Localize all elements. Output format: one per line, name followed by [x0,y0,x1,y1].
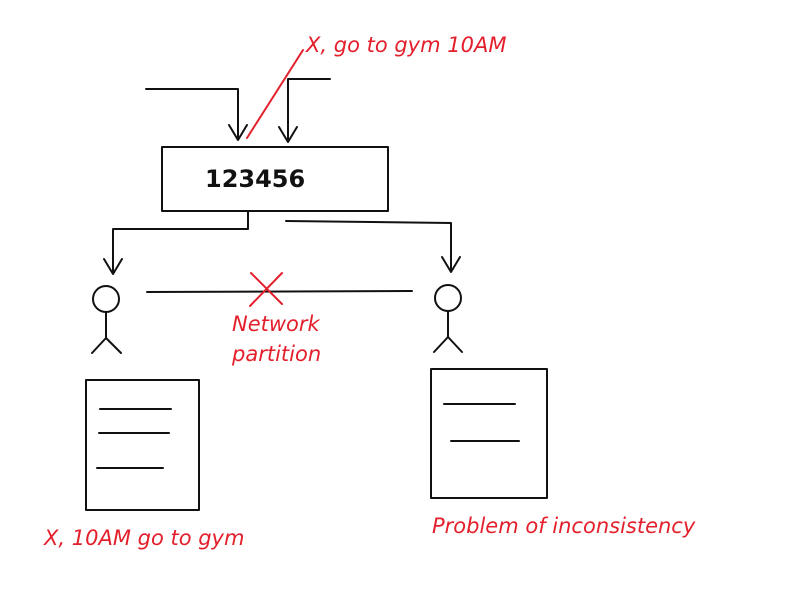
replication-arrow-left [103,211,249,275]
central-node-box [161,146,389,212]
replication-arrow-right [285,220,461,273]
central-node-label: 123456 [205,165,305,193]
partition-cross-icon [249,272,283,307]
left-user-icon [91,285,122,354]
partition-label-line1: Network [232,312,321,336]
incoming-arrow-left [145,88,248,141]
incoming-arrow-right [278,78,331,143]
left-document [85,379,200,511]
network-link-line [146,290,413,293]
partition-label-line2: partition [231,342,321,366]
left-document-label: X, 10AM go to gym [43,526,244,550]
write-request-pointer [246,49,304,139]
right-document [430,368,548,499]
right-document-label: Problem of inconsistency [432,514,696,538]
write-request-label: X, go to gym 10AM [305,33,506,57]
right-user-icon [433,284,463,353]
